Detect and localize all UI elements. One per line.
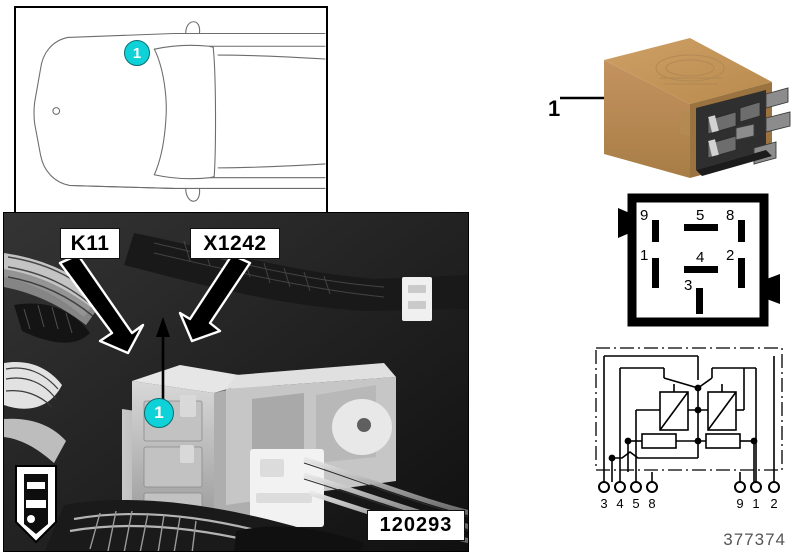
location-badge-1: 1 — [124, 40, 150, 66]
vehicle-location-diagram — [14, 6, 328, 214]
pin-label-3: 3 — [684, 277, 692, 294]
pin-label-8: 8 — [726, 207, 734, 224]
terminal-label-4: 4 — [616, 496, 623, 511]
arrow-k11 — [58, 253, 145, 355]
terminal-label-9: 9 — [736, 496, 743, 511]
terminal-label-5: 5 — [632, 496, 639, 511]
pin-label-5: 5 — [696, 207, 704, 224]
installation-photo — [3, 212, 469, 552]
relay-component-view — [540, 24, 800, 194]
pin-label-1: 1 — [640, 247, 648, 264]
pin-label-2: 2 — [726, 247, 734, 264]
engine-bay-photo — [4, 213, 468, 551]
photo-badge-1: 1 — [144, 398, 174, 428]
relay-pin-layout: 9 5 8 1 4 2 3 — [600, 184, 800, 334]
relay-circuit-schematic: 3 4 5 8 9 1 2 — [578, 340, 800, 512]
terminal-label-2: 2 — [770, 496, 777, 511]
arrow-badge-1 — [156, 317, 170, 409]
pin-label-9: 9 — [640, 207, 648, 224]
arrow-x1242 — [178, 253, 252, 343]
terminal-label-1: 1 — [752, 496, 759, 511]
terminal-label-8: 8 — [648, 496, 655, 511]
enclosure-boundary — [595, 347, 783, 471]
document-reference-number: 377374 — [723, 530, 786, 549]
terminal-label-3: 3 — [600, 496, 607, 511]
pin-label-4: 4 — [696, 249, 704, 266]
label-k11: K11 — [60, 228, 120, 259]
relay-item-label: 1 — [548, 96, 561, 121]
image-number: 120293 — [367, 510, 465, 541]
car-outline-drawing — [33, 21, 326, 202]
label-x1242: X1242 — [190, 228, 280, 259]
car-orientation-icon — [14, 464, 58, 544]
